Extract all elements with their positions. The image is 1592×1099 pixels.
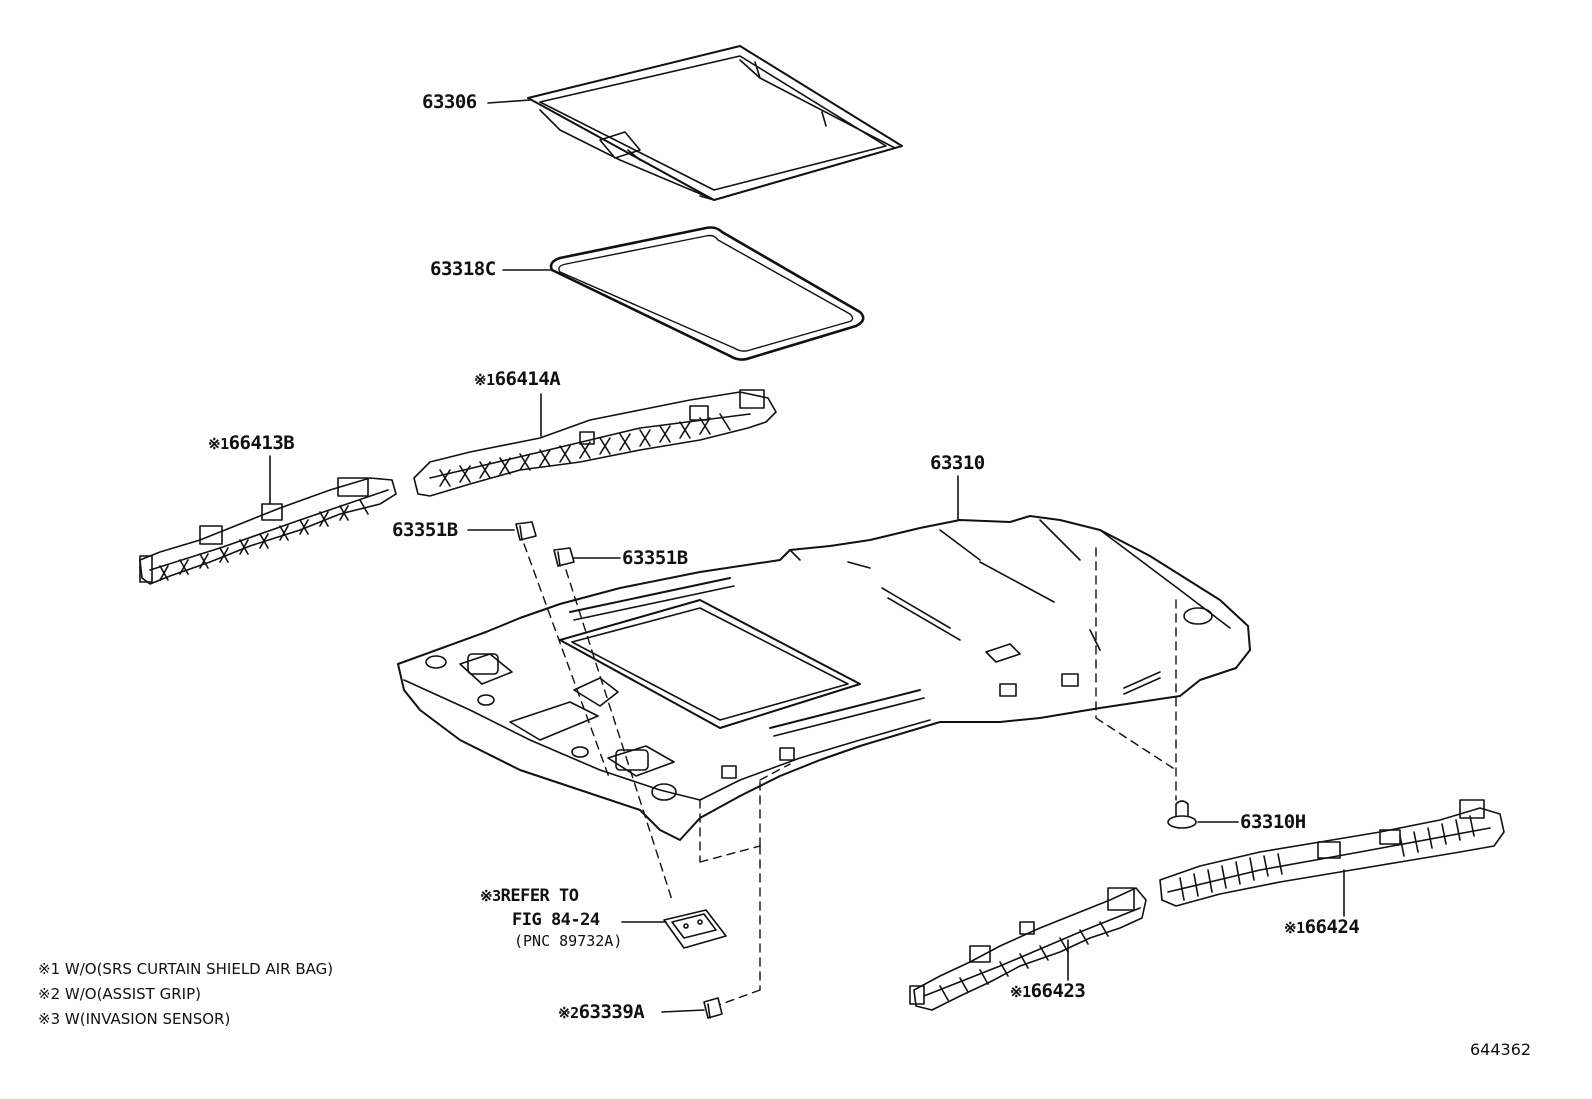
label-63339a-group: ※263339A [558, 1001, 645, 1023]
label-66424-mark: ※1 [1284, 919, 1305, 937]
label-63310: 63310 [930, 452, 985, 474]
label-63339a-mark: ※2 [558, 1004, 579, 1022]
note-3: ※3 W(INVASION SENSOR) [38, 1010, 231, 1028]
label-63310h: 63310H [1240, 811, 1306, 833]
clip-63339a [704, 998, 722, 1018]
clip-63310h [1168, 801, 1196, 828]
label-66423: 66423 [1030, 980, 1086, 1002]
rail-66413b [140, 478, 396, 584]
headliner-63310 [398, 516, 1250, 840]
label-66414a: 66414A [494, 368, 561, 390]
refer-line2: FIG 84-24 [512, 910, 600, 930]
refer-line1: REFER TO [500, 886, 579, 906]
label-63339a: 63339A [578, 1001, 645, 1023]
refer-line3: (PNC 89732A) [514, 932, 623, 950]
label-66424: 66424 [1304, 916, 1360, 938]
note-1: ※1 W/O(SRS CURTAIN SHIELD AIR BAG) [38, 960, 334, 978]
label-66423-mark: ※1 [1010, 983, 1031, 1001]
label-66414a-group: ※166414A [474, 368, 561, 390]
refer-mark: ※3 [480, 887, 501, 905]
label-66424-group: ※166424 [1284, 916, 1360, 938]
label-66423-group: ※166423 [1010, 980, 1086, 1002]
dashed-guides [524, 544, 1176, 1006]
rail-66414a [414, 390, 776, 496]
leader-63339a [662, 1010, 704, 1012]
label-66413b: 66413B [228, 432, 295, 454]
seal-frame-63318c [551, 228, 863, 360]
note-2: ※2 W/O(ASSIST GRIP) [38, 985, 201, 1003]
label-63351b-left: 63351B [392, 519, 458, 541]
clip-63351b-left [516, 522, 536, 540]
refer-line1-group: ※3REFER TO [480, 888, 579, 905]
figure-id: 644362 [1470, 1040, 1532, 1059]
sensor-bracket [664, 910, 726, 948]
label-66413b-group: ※166413B [208, 432, 295, 454]
label-63306: 63306 [422, 91, 477, 113]
rail-66424 [1160, 800, 1504, 906]
label-63351b-right: 63351B [622, 547, 688, 569]
label-66413b-mark: ※1 [208, 435, 229, 453]
clip-63351b-right [554, 548, 574, 566]
leader-63306 [488, 100, 530, 103]
rail-66423 [910, 888, 1146, 1010]
label-66414a-mark: ※1 [474, 371, 495, 389]
sunshade-63306 [528, 46, 902, 200]
label-63318c: 63318C [430, 258, 496, 280]
